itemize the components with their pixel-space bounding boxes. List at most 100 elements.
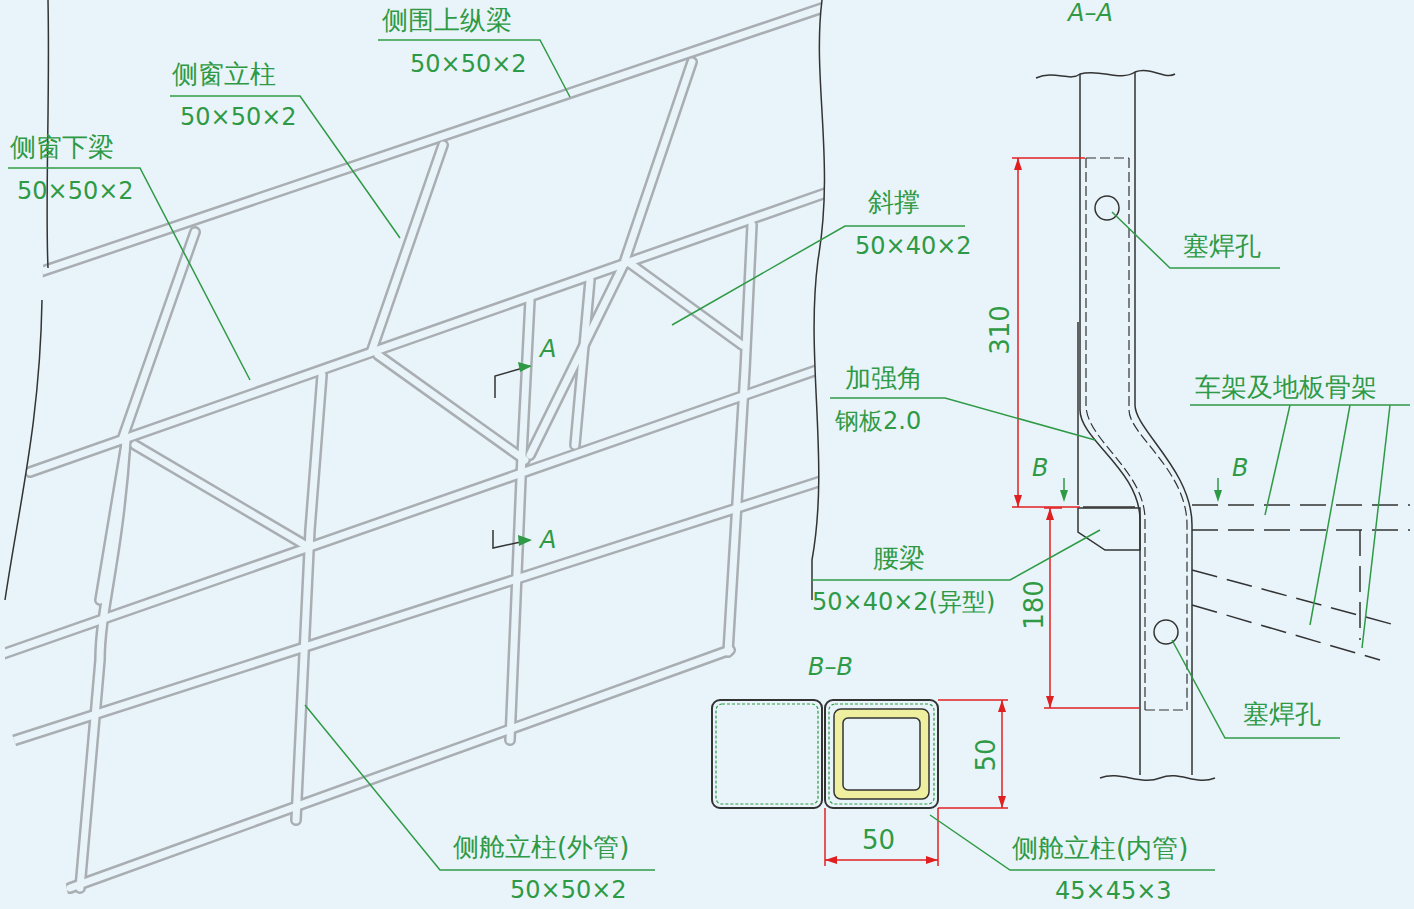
part-name: 车架及地板骨架 xyxy=(1195,373,1377,402)
drawing-part xyxy=(728,225,752,652)
section-arrow xyxy=(518,362,532,546)
drawing-part xyxy=(1044,507,1062,509)
drawing-part xyxy=(625,62,692,260)
drawing-part xyxy=(1112,212,1280,268)
section-letter: A xyxy=(540,336,556,362)
drawing-part xyxy=(1077,322,1079,505)
drawing-part xyxy=(296,375,322,820)
spec: 50×50×2 xyxy=(180,104,297,130)
drawing-part xyxy=(1192,529,1410,531)
part-name: 侧窗立柱 xyxy=(172,60,276,89)
dimension: 50 xyxy=(972,738,1001,771)
part-name: 侧围上纵梁 xyxy=(382,6,512,35)
part-name: 塞焊孔 xyxy=(1183,232,1261,261)
drawing-part xyxy=(122,232,195,440)
drawing-part xyxy=(1086,157,1129,158)
drawing-part xyxy=(1129,158,1187,710)
drawing-part xyxy=(170,96,400,238)
drawing-part xyxy=(1036,70,1175,78)
drawing-part xyxy=(812,0,824,600)
drawing-part xyxy=(0,2,840,888)
drawing-part xyxy=(305,705,655,870)
drawing-part xyxy=(1310,405,1350,625)
section-b-b xyxy=(712,700,938,808)
drawing-part xyxy=(1012,506,1080,508)
drawing-part xyxy=(135,445,305,545)
part-name: 加强角 xyxy=(845,364,923,393)
drawing-part xyxy=(30,188,840,472)
drawing-part xyxy=(495,366,530,398)
drawing-part xyxy=(80,440,126,888)
drawing-part xyxy=(824,808,826,866)
drawing-part xyxy=(378,40,570,97)
drawing-part xyxy=(575,280,590,445)
drawing-part xyxy=(1046,696,1054,708)
drawing-part xyxy=(5,300,42,600)
drawing-part xyxy=(938,699,1008,701)
drawing-part xyxy=(1265,405,1290,515)
drawing-part xyxy=(1001,700,1003,808)
drawing-part xyxy=(1044,707,1140,709)
drawing-part xyxy=(378,355,525,460)
drawing-part xyxy=(30,188,840,472)
drawing-part xyxy=(938,807,1008,809)
drawing-part xyxy=(728,225,752,652)
drawing-part xyxy=(1078,508,1140,550)
drawing-part xyxy=(8,168,250,380)
drawing-part xyxy=(1049,508,1051,708)
drawing-part xyxy=(1014,158,1022,170)
drawing-part xyxy=(812,530,1100,580)
drawing-part xyxy=(1190,404,1410,406)
part-name: 斜撑 xyxy=(868,188,920,217)
drawing-part xyxy=(843,718,920,790)
drawing-part xyxy=(716,704,818,804)
drawing-part xyxy=(625,62,692,260)
spec: 50×50×2 xyxy=(510,877,627,903)
drawing-part xyxy=(100,450,125,600)
drawing-part xyxy=(1135,72,1192,775)
drawing-part xyxy=(829,704,934,804)
drawing-part xyxy=(1014,495,1022,507)
drawing-part xyxy=(0,2,840,888)
drawing-part xyxy=(1192,605,1380,660)
drawing-part xyxy=(378,355,525,460)
spec: 45×45×3 xyxy=(1055,878,1172,904)
drawing-part xyxy=(1192,504,1410,506)
part-name: 侧舱立柱(外管) xyxy=(453,833,629,862)
spec: 50×50×2 xyxy=(17,178,134,204)
section-mark xyxy=(493,366,530,548)
spec: 钢板2.0 xyxy=(835,408,921,434)
drawing-part xyxy=(1083,506,1135,508)
drawing-part xyxy=(1095,196,1119,220)
section-a-a xyxy=(1036,70,1215,780)
drawing-part xyxy=(0,475,840,745)
part-name: 侧窗下梁 xyxy=(10,133,114,162)
part-name: 侧舱立柱(内管) xyxy=(1012,834,1188,863)
drawing-part xyxy=(372,145,443,350)
section-title: A–A xyxy=(1068,0,1113,26)
drawing-part xyxy=(80,440,126,888)
drawing-part xyxy=(1086,158,1145,710)
dimension-arrow xyxy=(825,158,1054,864)
drawing-part xyxy=(1192,570,1395,625)
spec: 50×50×2 xyxy=(410,51,527,77)
drawing-part xyxy=(1172,640,1340,738)
dimension: 310 xyxy=(986,305,1015,355)
drawing-part xyxy=(930,815,1215,870)
section-arrow xyxy=(1060,490,1222,502)
drawing-part xyxy=(937,808,939,866)
drawing-part xyxy=(135,445,305,545)
section-title: B–B xyxy=(808,654,853,680)
part-name: 塞焊孔 xyxy=(1243,700,1321,729)
leader-line xyxy=(8,40,1410,870)
drawing-part xyxy=(518,535,532,546)
drawing-part xyxy=(926,856,938,864)
dimension: 180 xyxy=(1020,580,1049,630)
side-frame xyxy=(0,2,840,888)
drawing-part xyxy=(1012,157,1085,159)
drawing-part xyxy=(518,362,532,372)
drawing-part xyxy=(1080,74,1140,775)
drawing-part xyxy=(1145,709,1187,710)
drawing-part xyxy=(712,700,822,808)
drawing-part xyxy=(530,262,625,455)
